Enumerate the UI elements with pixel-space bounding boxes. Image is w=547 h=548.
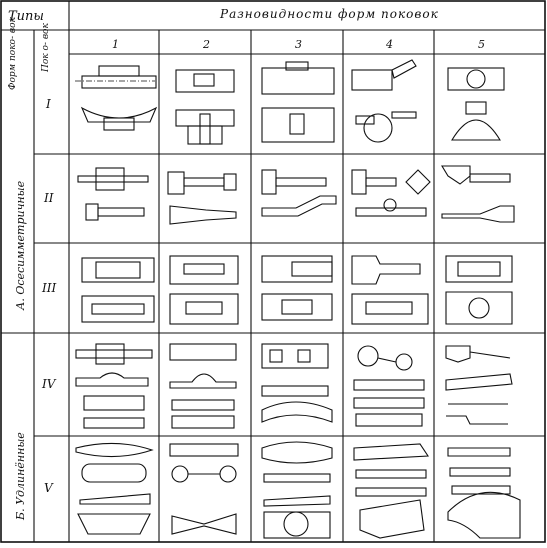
forging-III-2 xyxy=(169,255,239,325)
forging-I-5 xyxy=(447,67,505,141)
row-label-4: IV xyxy=(41,377,57,391)
forging-I-4 xyxy=(351,59,417,143)
column-header-4: 4 xyxy=(385,38,393,51)
row-label-2: II xyxy=(43,191,54,205)
column-header-5: 5 xyxy=(478,38,485,51)
forging-I-2 xyxy=(175,69,235,145)
forging-V-3 xyxy=(261,441,333,539)
forging-IV-2 xyxy=(169,343,237,429)
forging-group-label: Пок о- вок xyxy=(41,23,51,73)
group-label-elongated: Б. Удлинённые xyxy=(14,432,27,521)
forging-II-4 xyxy=(351,169,431,217)
row-label-1: I xyxy=(45,97,51,111)
types-header: Типы xyxy=(8,9,44,24)
forging-IV-4 xyxy=(353,345,425,427)
forging-II-2 xyxy=(167,171,237,225)
forging-II-5 xyxy=(441,165,515,223)
forging-V-5 xyxy=(447,447,521,539)
column-header-3: 3 xyxy=(295,38,302,51)
forging-III-1 xyxy=(81,257,155,323)
forging-II-1 xyxy=(77,167,149,221)
form-group-header: Форм поко- вок xyxy=(8,16,18,90)
column-header-2: 2 xyxy=(202,38,210,51)
forging-II-3 xyxy=(261,169,337,217)
forging-IV-1 xyxy=(75,343,153,429)
column-header-1: 1 xyxy=(112,38,119,51)
variety-header: Разновидности форм поковок xyxy=(219,7,439,21)
row-label-5: V xyxy=(44,481,54,495)
forging-V-4 xyxy=(353,443,429,539)
forging-V-2 xyxy=(169,443,239,535)
forging-IV-5 xyxy=(445,345,513,425)
form-group-label: Форм поко- вок xyxy=(8,16,18,90)
forging-V-1 xyxy=(75,442,154,535)
row-label-3: III xyxy=(41,281,56,295)
forging-group-header: Пок о- вок xyxy=(41,23,51,73)
forging-I-3 xyxy=(261,61,335,143)
forging-I-1 xyxy=(75,65,158,131)
forging-III-5 xyxy=(445,255,513,325)
forging-III-3 xyxy=(261,255,333,321)
forging-IV-3 xyxy=(261,343,333,423)
group-label-axisymmetric: А. Осесимметричные xyxy=(14,180,27,311)
forging-III-4 xyxy=(351,255,429,325)
